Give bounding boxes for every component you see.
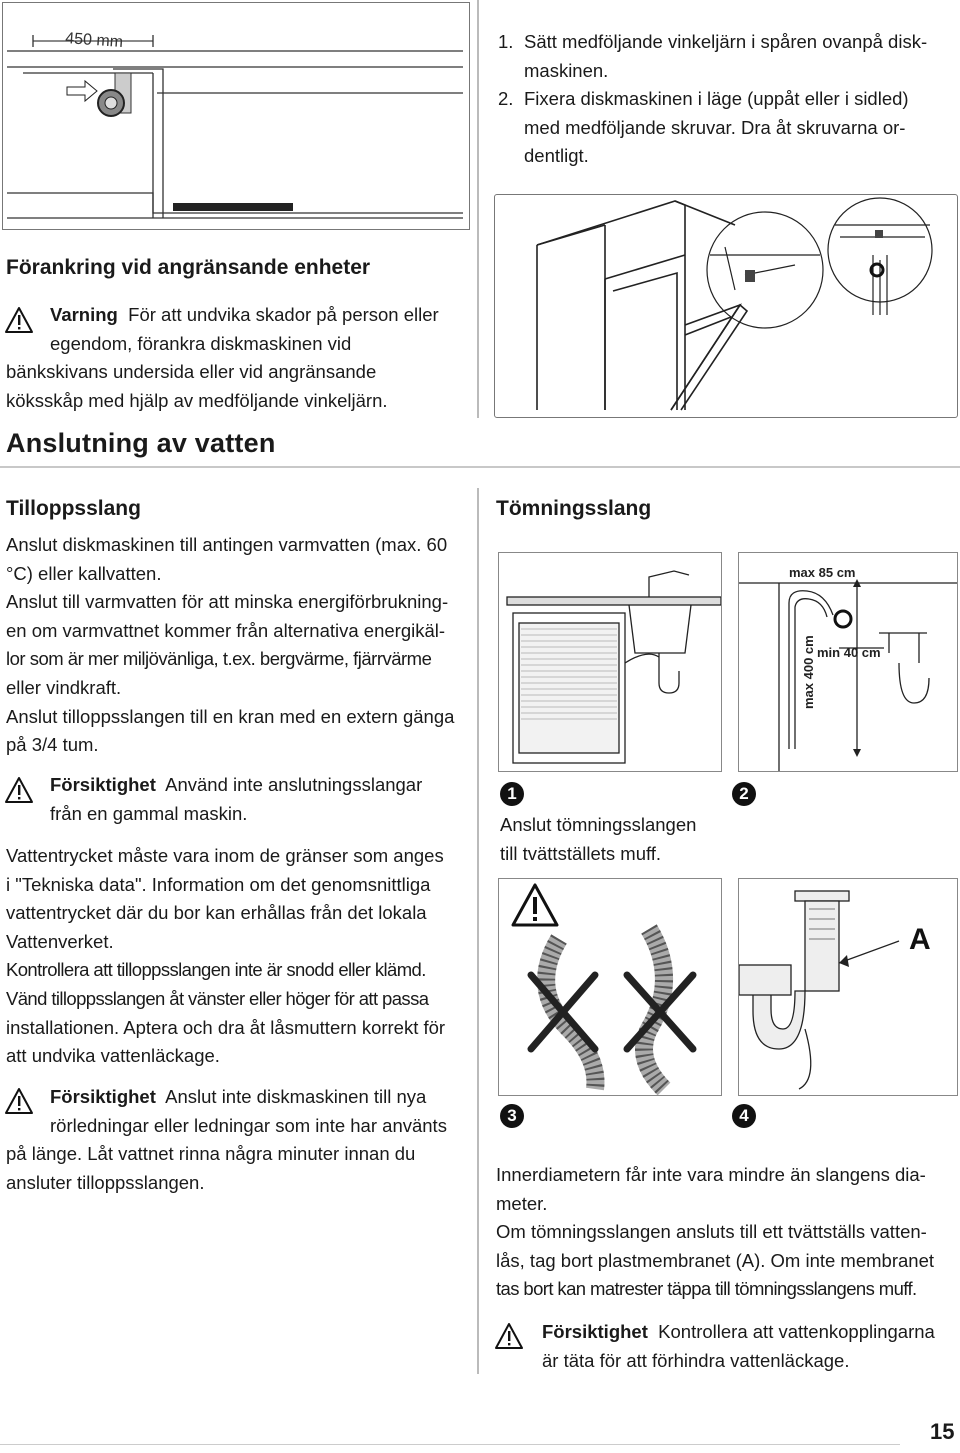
steps-list: 1. Sätt medföljande vinkeljärn i spåren … <box>498 28 948 171</box>
caution-icon <box>5 1088 33 1114</box>
step-text: Sätt medföljande vinkeljärn i spåren ova… <box>524 28 927 85</box>
caution-label: Försiktighet <box>50 774 156 795</box>
inlet-line: lor som är mer miljövänliga, t.ex. bergv… <box>6 648 432 670</box>
max85-label: max 85 cm <box>789 565 856 580</box>
inlet-line: en om varmvattnet kommer från alternativ… <box>6 619 446 641</box>
caution-line: på länge. Låt vattnet rinna några minute… <box>6 1143 416 1165</box>
drain-caution: Försiktighet Kontrollera att vattenkoppl… <box>542 1318 958 1375</box>
warning-line: bänkskivans undersida eller vid angränsa… <box>6 361 377 383</box>
anchoring-heading: Förankring vid angränsande enheter <box>6 256 371 279</box>
inlet-text: Anslut diskmaskinen till antingen varmva… <box>6 531 476 760</box>
warning-line: För att undvika skador på person eller <box>128 304 439 325</box>
anchoring-figure <box>494 194 958 418</box>
caution-line: rörledningar eller ledningar som inte ha… <box>50 1114 447 1136</box>
max400-label: max 400 cm <box>801 635 816 709</box>
step-line: maskinen. <box>524 59 609 81</box>
caution-line: ansluter tilloppsslangen. <box>6 1171 205 1193</box>
figure-badge-4: 4 <box>732 1104 756 1128</box>
drain-height-diagram: max 85 cm min 40 cm max 400 cm <box>739 565 957 771</box>
kinked-hose-illustration <box>511 883 697 1096</box>
drain-line: Om tömningsslangen ansluts till ett tvät… <box>496 1221 927 1243</box>
drain-line: tas bort kan matrester täppa till tömnin… <box>496 1278 917 1300</box>
siphon-illustration: A <box>738 890 931 1090</box>
sink-dishwasher-illustration <box>506 570 722 764</box>
warning-line: egendom, förankra diskmaskinen vid <box>50 332 352 354</box>
step-text: Fixera diskmaskinen i läge (uppåt eller … <box>524 85 909 171</box>
caption-line: till tvättställets muff. <box>500 842 662 864</box>
warning-line: köksskåp med hjälp av medföljande vinkel… <box>6 389 388 411</box>
caution-line: är täta för att förhindra vattenläckage. <box>542 1349 850 1371</box>
pressure-line: Kontrollera att tilloppsslangen inte är … <box>6 959 426 981</box>
caution-label: Försiktighet <box>542 1321 648 1342</box>
pressure-line: Vänd tilloppsslangen åt vänster eller hö… <box>6 987 429 1009</box>
inlet-caution-1: Försiktighet Använd inte anslutningsslan… <box>50 771 470 828</box>
step-2: 2. Fixera diskmaskinen i läge (uppåt ell… <box>498 85 948 171</box>
drain-line: meter. <box>496 1192 548 1214</box>
drain-figure-1 <box>498 552 722 772</box>
column-divider-lower <box>477 488 479 1374</box>
inlet-line: Anslut diskmaskinen till antingen varmva… <box>6 534 448 555</box>
footer-rule <box>0 1444 900 1445</box>
caution-icon <box>495 1323 523 1349</box>
step-line: Sätt medföljande vinkeljärn i spåren ova… <box>524 31 928 52</box>
anchoring-warning: Varning För att undvika skador på person… <box>6 301 476 415</box>
caution-line: Använd inte anslutningsslangar <box>165 774 423 795</box>
caution-line: Anslut inte diskmaskinen till nya <box>165 1086 427 1107</box>
step-line: med medföljande skruvar. Dra åt skruvarn… <box>524 116 906 138</box>
caption-line: Anslut tömningsslangen <box>500 814 697 835</box>
column-divider <box>477 0 479 418</box>
figure-badge-3: 3 <box>500 1104 524 1128</box>
page-number: 15 <box>930 1419 955 1444</box>
inlet-line: °C) eller kallvatten. <box>6 562 162 584</box>
pressure-line: Vattenverket. <box>6 930 114 952</box>
caution-icon <box>5 777 33 803</box>
drain-figure-3 <box>498 878 722 1096</box>
figure-badge-1: 1 <box>500 782 524 806</box>
warning-label: Varning <box>50 304 118 325</box>
dishwasher-anchoring-illustration <box>536 197 933 411</box>
step-1: 1. Sätt medföljande vinkeljärn i spåren … <box>498 28 948 85</box>
section-rule <box>0 466 960 468</box>
drain-line: Innerdiametern får inte vara mindre än s… <box>496 1164 926 1185</box>
drain-caption: Anslut tömningsslangen till tvättstället… <box>500 811 730 868</box>
pressure-line: installationen. Aptera och dra åt låsmut… <box>6 1016 446 1038</box>
drain-figure-4: A <box>738 878 958 1096</box>
pressure-line: Vattentrycket måste vara inom de gränser… <box>6 845 444 866</box>
drain-text: Innerdiametern får inte vara mindre än s… <box>496 1161 956 1304</box>
figure-badge-2: 2 <box>732 782 756 806</box>
dimension-label: 450 mm <box>65 30 124 51</box>
step-number: 1. <box>498 31 514 52</box>
drain-figure-2: max 85 cm min 40 cm max 400 cm <box>738 552 958 772</box>
step-line: Fixera diskmaskinen i läge (uppåt eller … <box>524 88 909 110</box>
top-figure: 450 mm <box>2 2 470 230</box>
pressure-line: vattentrycket där du bor kan erhållas fr… <box>6 902 427 924</box>
inlet-line: Anslut till varmvatten för att minska en… <box>6 591 449 613</box>
step-line: dentligt. <box>524 145 589 167</box>
inlet-line: Anslut tilloppsslangen till en kran med … <box>6 705 455 727</box>
water-heading: Anslutning av vatten <box>6 428 276 458</box>
inlet-line: eller vindkraft. <box>6 676 122 698</box>
pressure-line: i "Tekniska data". Information om det ge… <box>6 873 431 895</box>
caution-line: från en gammal maskin. <box>50 802 248 824</box>
worktop-bracket-illustration: 450 mm <box>7 30 463 219</box>
inlet-heading: Tilloppsslang <box>6 497 141 520</box>
inlet-caution-2: Försiktighet Anslut inte diskmaskinen ti… <box>6 1083 476 1197</box>
min40-label: min 40 cm <box>817 645 881 660</box>
caution-label: Försiktighet <box>50 1086 156 1107</box>
drain-heading: Tömningsslang <box>496 497 652 520</box>
warning-icon <box>5 307 33 333</box>
caution-line: Kontrollera att vattenkopplingarna <box>658 1321 935 1342</box>
membrane-label: A <box>909 923 931 956</box>
pressure-text: Vattentrycket måste vara inom de gränser… <box>6 842 476 1071</box>
pressure-line: att undvika vattenläckage. <box>6 1045 220 1067</box>
step-number: 2. <box>498 88 514 110</box>
inlet-line: på 3/4 tum. <box>6 734 99 756</box>
drain-line: lås, tag bort plastmembranet (A). Om int… <box>496 1249 935 1271</box>
